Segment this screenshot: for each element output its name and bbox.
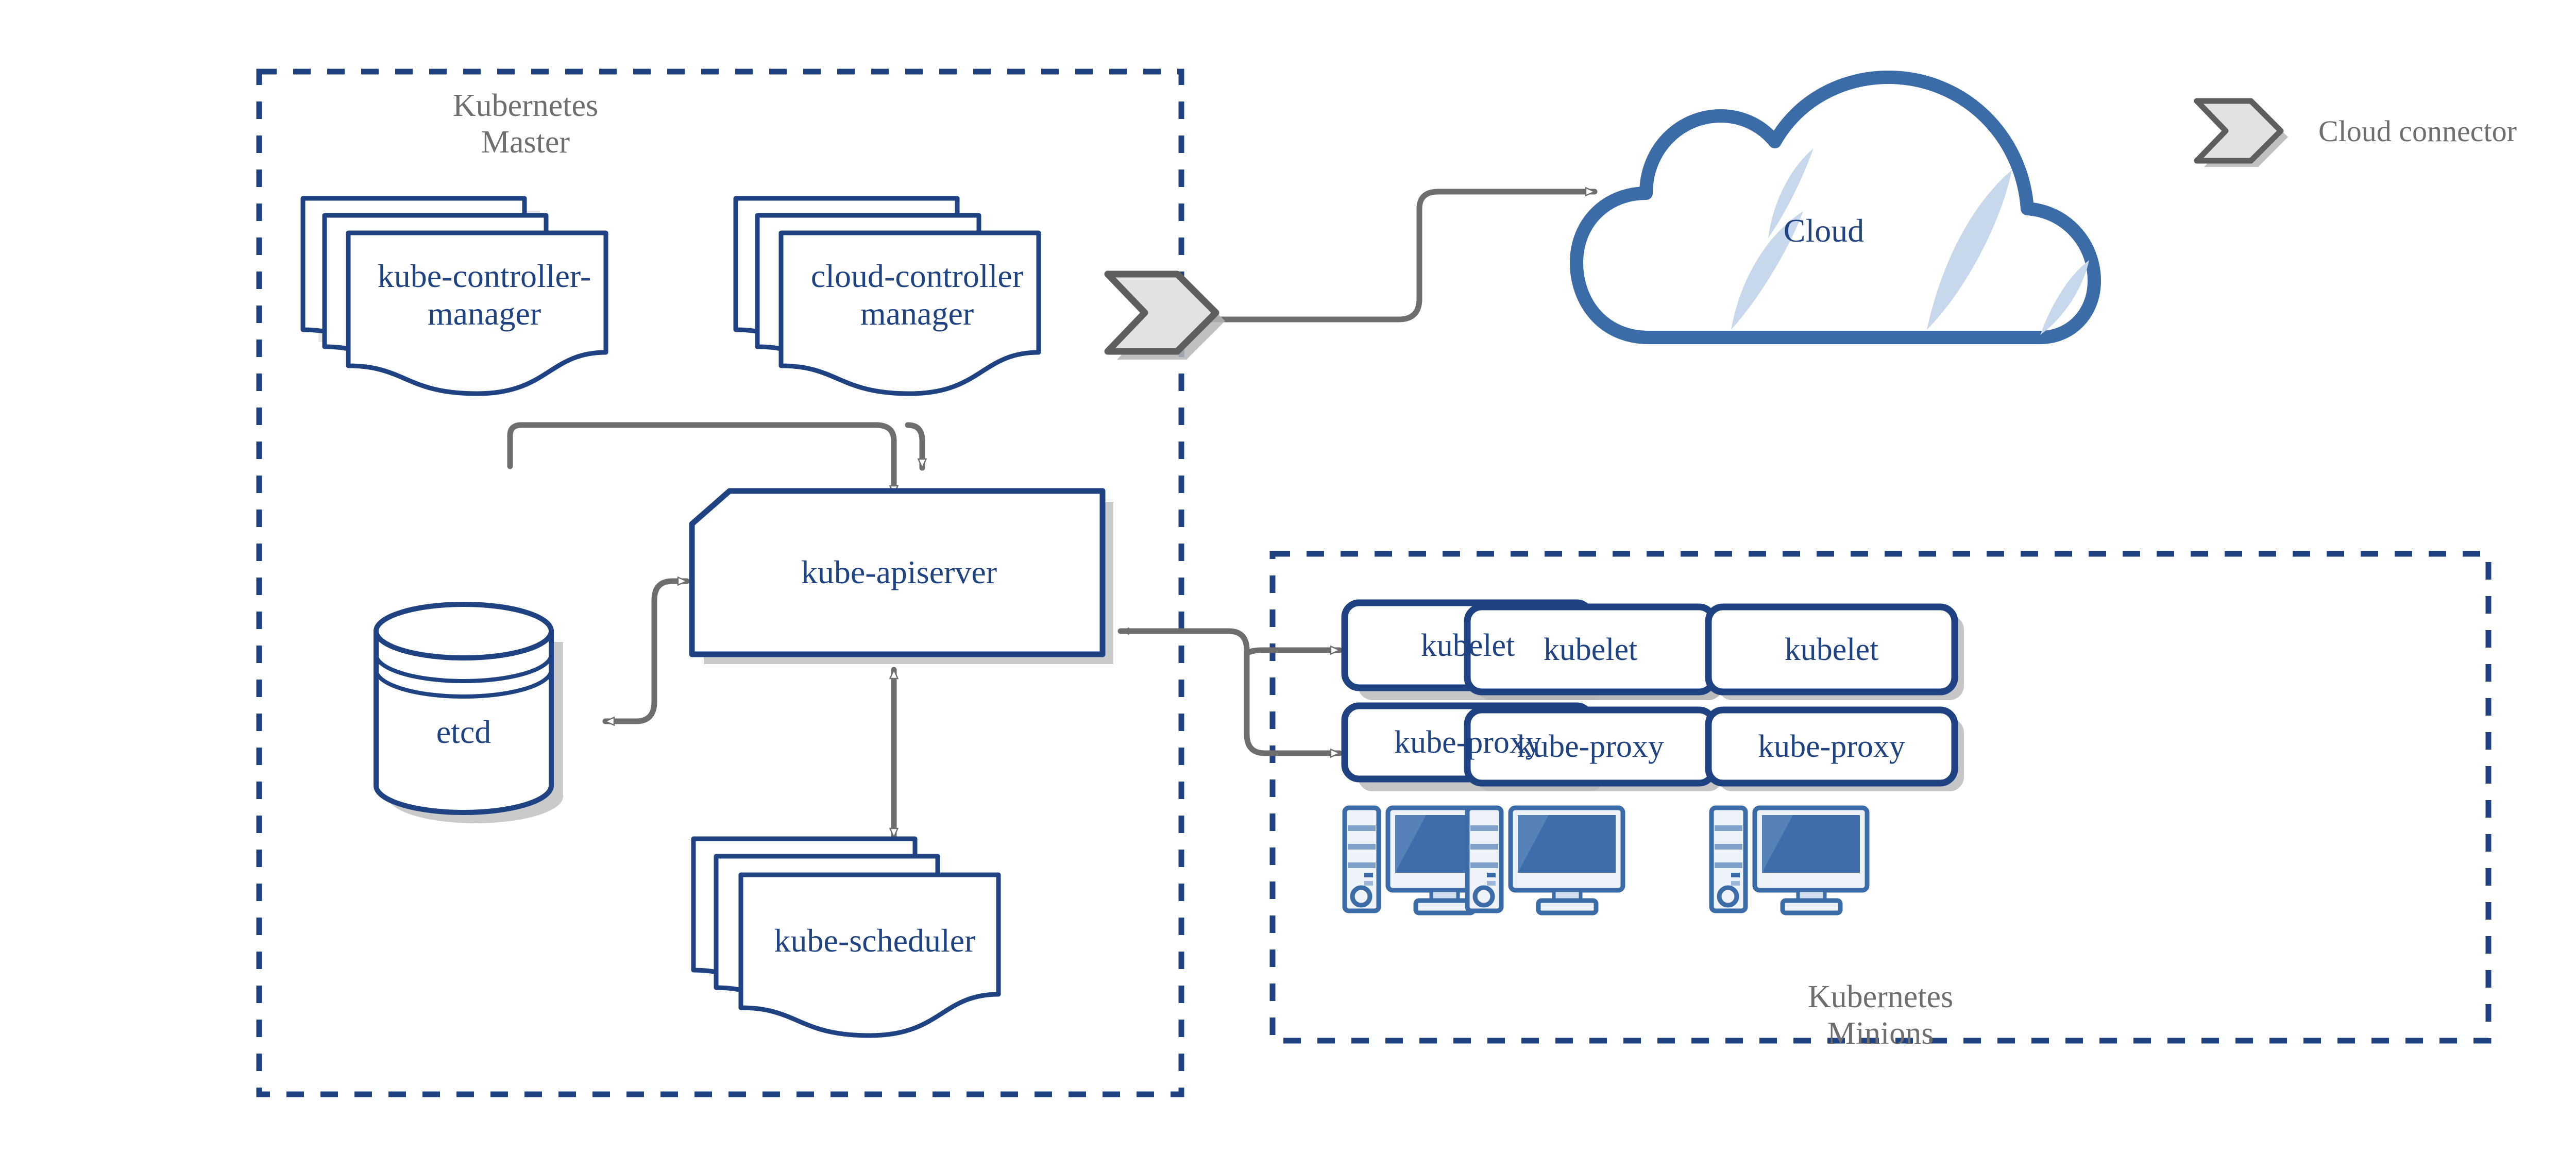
node-kube-apiserver[interactable] [689,488,1113,664]
node-kube-scheduler[interactable] [693,839,1001,1038]
edge-layer [507,192,1598,840]
node-cloud[interactable] [1570,71,2101,344]
master-dashed-border [256,69,1184,1097]
edge-apiserver-etcd [602,581,690,721]
kubelet-box-3[interactable] [1705,603,1958,696]
kube-proxy-box-2[interactable] [1464,706,1717,787]
edge-apiserver-kube-proxy [1117,631,1343,753]
node-etcd[interactable] [374,602,563,823]
edge-apiserver-cloud-controller [905,422,922,471]
cloud-connector-icon [1104,270,1225,360]
minion-node-2 [1464,603,1723,913]
node-cloud-controller-manager[interactable] [736,198,1041,396]
kubelet-box-2b[interactable] [1464,603,1717,696]
edge-apiserver-kubelet [1244,650,1343,658]
edge-apiserver-controllers-trunk [507,422,894,498]
kube-proxy-box-3[interactable] [1705,706,1958,787]
node-kube-controller-manager[interactable] [303,198,608,396]
device-icon-3 [1711,808,1867,913]
group-kubernetes-master [256,69,1184,1097]
device-icon-2 [1467,808,1623,913]
legend-cloud-connector-icon [2194,98,2288,167]
minion-node-3 [1705,603,1964,913]
edge-connector-to-cloud [1197,192,1598,323]
